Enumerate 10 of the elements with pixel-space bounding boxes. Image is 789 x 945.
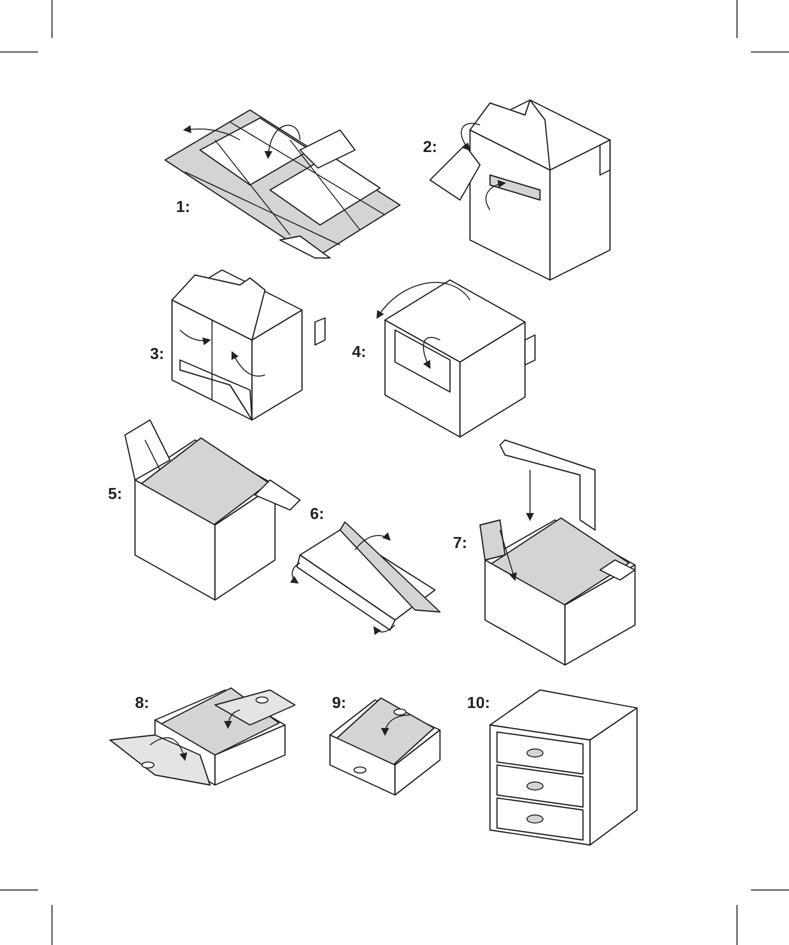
step-number: 9: [332, 696, 346, 712]
step-number: 8: [135, 696, 150, 712]
step-number: 3: [150, 347, 164, 363]
step-number: 4: [352, 345, 366, 361]
step-number: 5: [108, 487, 122, 503]
step-number: 1: [176, 200, 190, 216]
step-number: 7: [453, 536, 468, 552]
step-number: 6: [310, 507, 324, 523]
step-number: 10: [467, 696, 490, 712]
step-number: 2: [423, 140, 438, 156]
